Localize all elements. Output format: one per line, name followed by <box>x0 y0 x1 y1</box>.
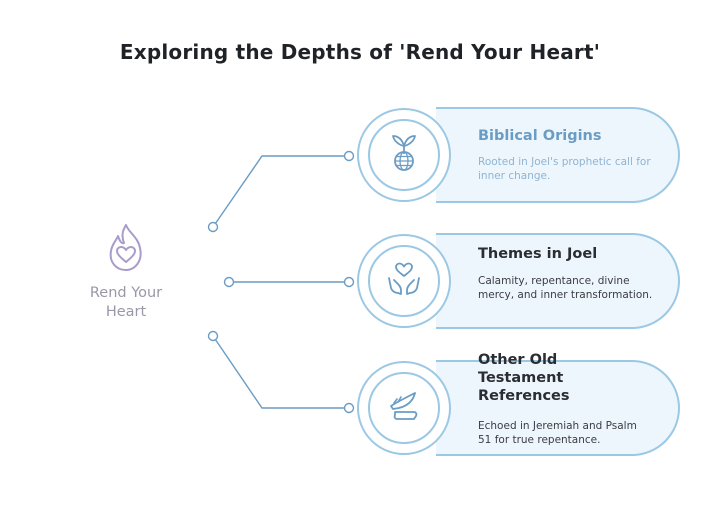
center-label: Rend Your Heart <box>89 285 163 320</box>
heart-flame-icon <box>103 222 149 274</box>
icon-ring <box>357 234 451 328</box>
connector-start-dot <box>207 330 219 342</box>
scroll-quill-icon <box>383 385 425 431</box>
icon-ring <box>357 361 451 455</box>
card-description: Echoed in Jeremiah and Psalm 51 for true… <box>478 420 637 446</box>
card-themes-in-joel <box>436 233 680 329</box>
icon-badge <box>368 119 440 191</box>
diagram-title: Exploring the Depths of 'Rend Your Heart… <box>119 40 601 64</box>
connector-end-dot <box>343 150 355 162</box>
card-title: Biblical Origins <box>478 128 602 144</box>
card-title: Other Old Testament References <box>478 352 570 404</box>
card-description: Calamity, repentance, divine mercy, and … <box>478 275 653 301</box>
card-other-old-testament-references <box>436 360 680 456</box>
connector-end-dot <box>343 276 355 288</box>
card-description: Rooted in Joel's prophetic call for inne… <box>478 156 651 182</box>
connector-start-dot <box>223 276 235 288</box>
plant-globe-icon <box>383 132 425 178</box>
card-title: Themes in Joel <box>478 246 598 262</box>
card-biblical-origins <box>436 107 680 203</box>
icon-ring <box>357 108 451 202</box>
icon-badge <box>368 245 440 317</box>
connector-end-dot <box>343 402 355 414</box>
connector-line-references <box>212 335 344 409</box>
connector-start-dot <box>207 221 219 233</box>
hands-heart-icon <box>383 258 425 304</box>
icon-badge <box>368 372 440 444</box>
connector-line-origins <box>212 155 344 228</box>
